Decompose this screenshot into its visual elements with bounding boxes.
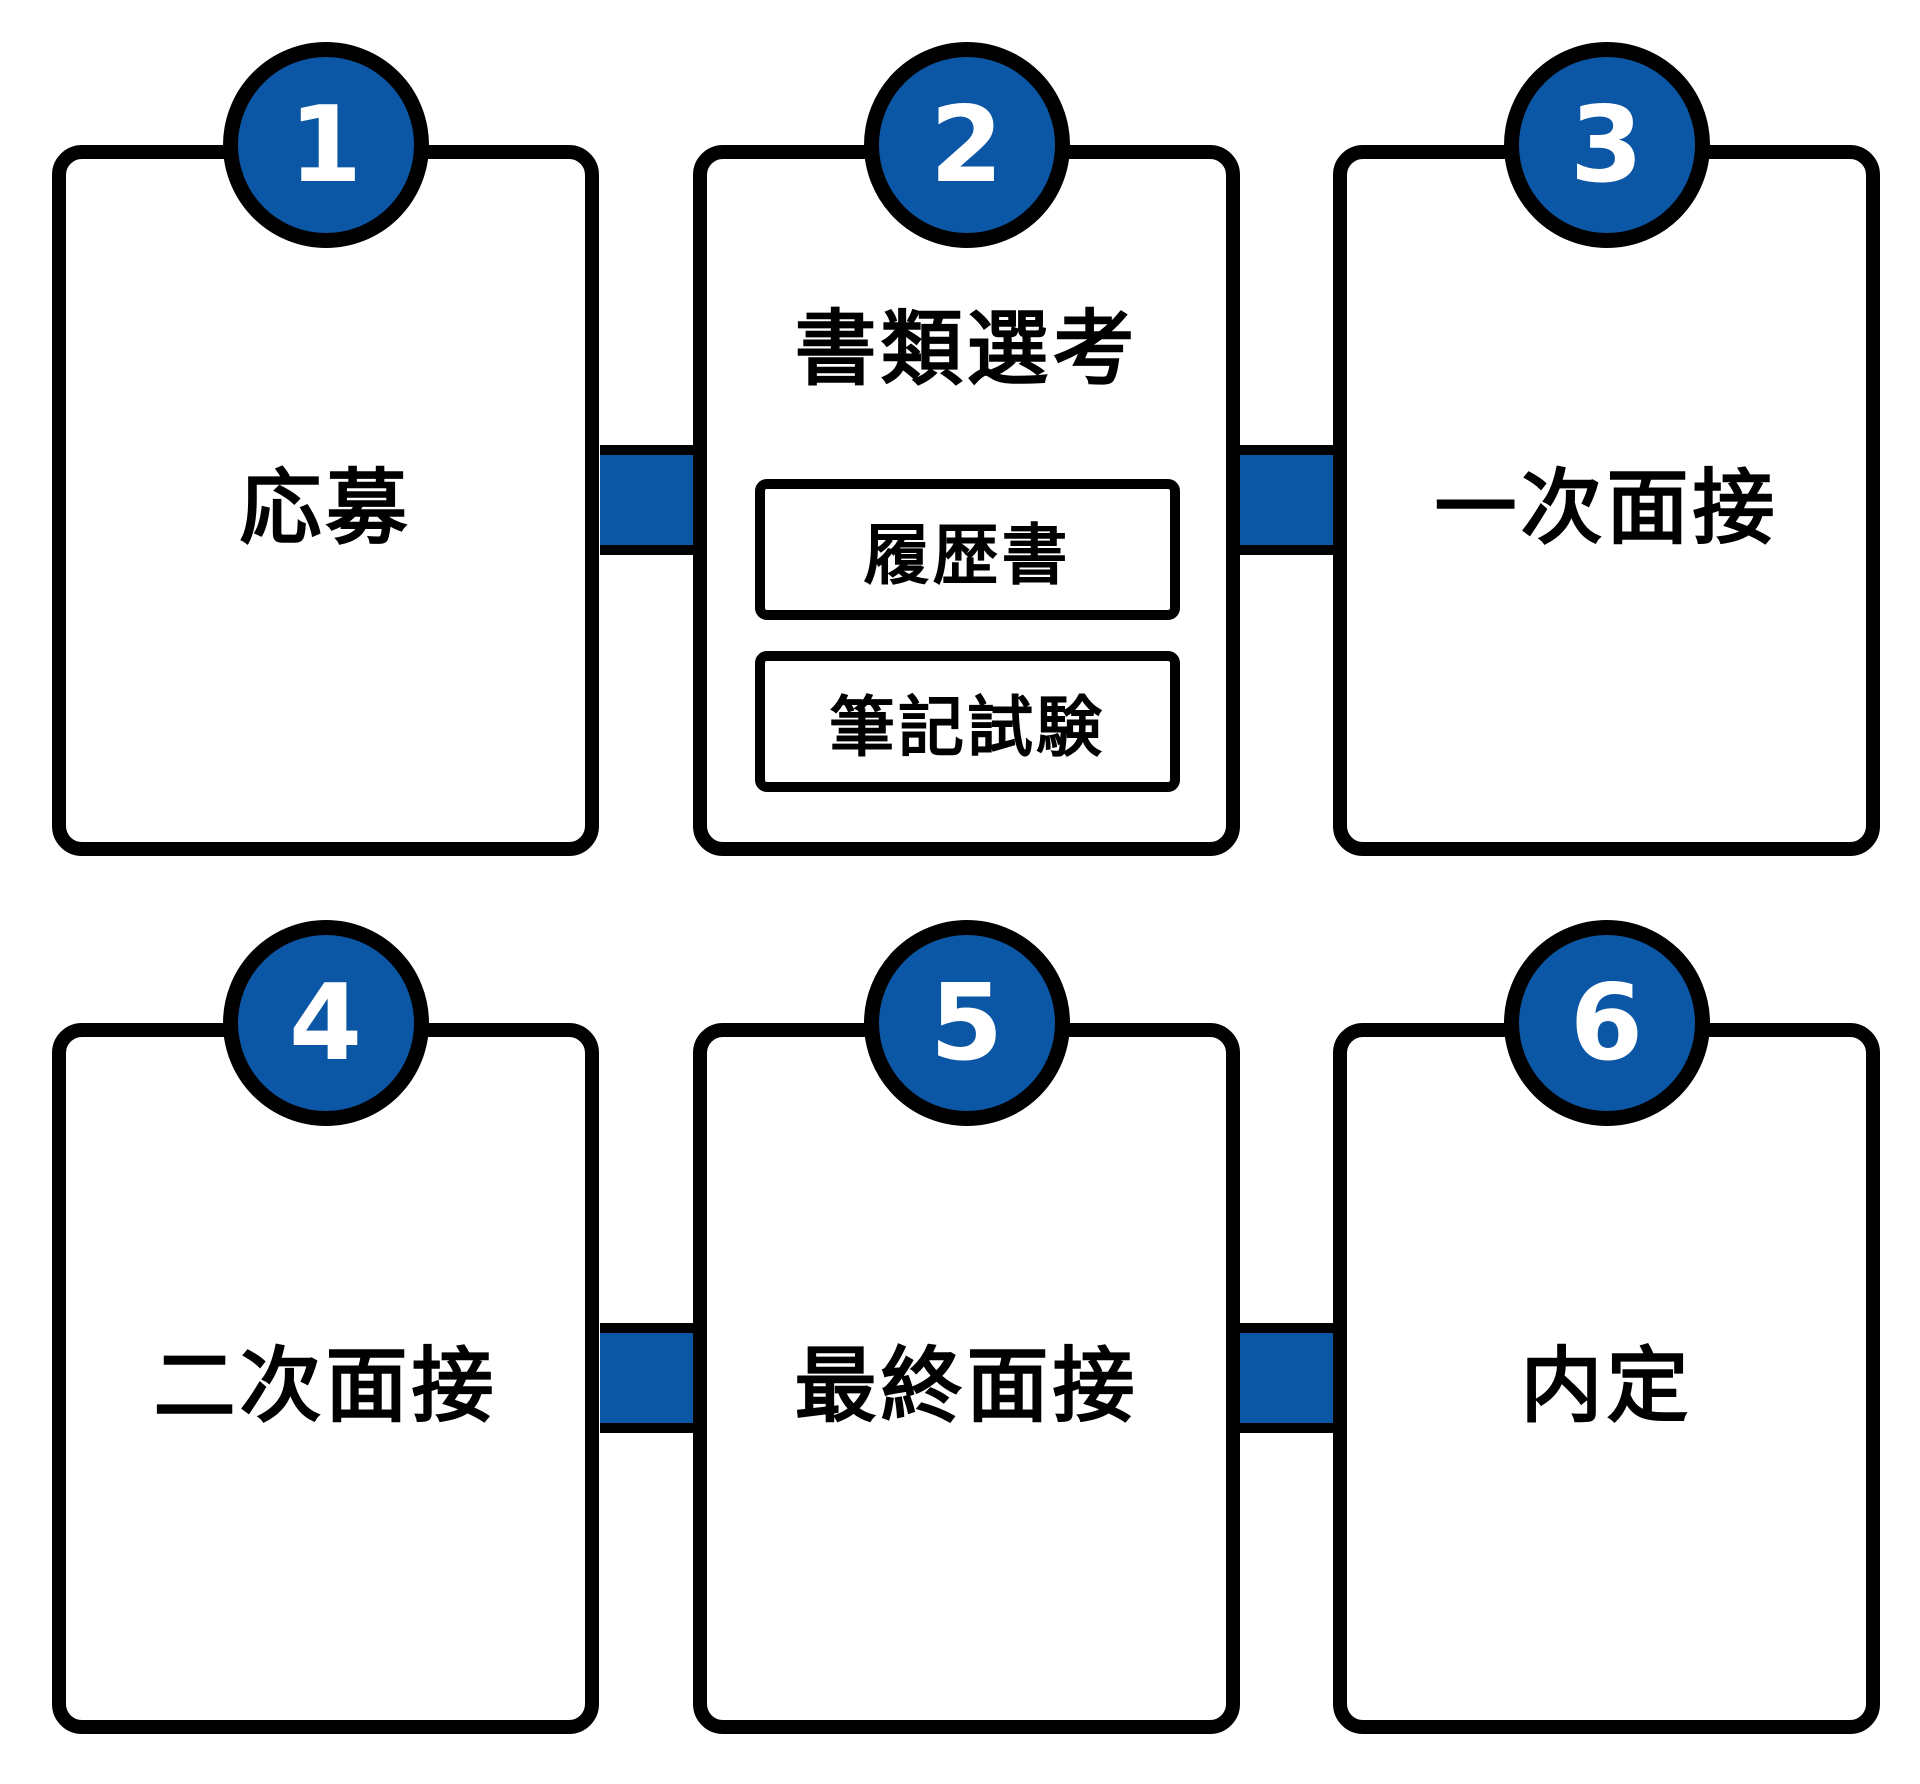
step-2-number: 2 xyxy=(929,83,1004,206)
step-6-number: 6 xyxy=(1569,961,1644,1084)
step-1-number: 1 xyxy=(288,83,363,206)
connector-step5-step6 xyxy=(1240,1323,1333,1433)
step-3-label: 一次面接 xyxy=(1434,461,1779,556)
step-2-sub-item-1: 履歴書 xyxy=(754,479,1180,620)
step-4-number: 4 xyxy=(288,961,363,1084)
step-5-label: 最終面接 xyxy=(794,1339,1139,1434)
connector-step1-step2 xyxy=(600,445,693,555)
step-card-2: 2 書類選考 履歴書 筆記試験 xyxy=(693,42,1240,856)
step-2-number-badge: 2 xyxy=(863,42,1070,248)
step-card-4: 4 二次面接 xyxy=(52,920,599,1734)
connector-step2-step3 xyxy=(1240,445,1333,555)
step-1-label: 応募 xyxy=(239,461,412,556)
step-3-number: 3 xyxy=(1569,83,1644,206)
step-2-label: 書類選考 xyxy=(794,302,1139,397)
step-5-number: 5 xyxy=(929,961,1004,1084)
connector-step4-step5 xyxy=(600,1323,693,1433)
step-card-1: 1 応募 xyxy=(52,42,599,856)
step-card-3: 3 一次面接 xyxy=(1333,42,1880,856)
step-card-6: 6 内定 xyxy=(1333,920,1880,1734)
step-card-5: 5 最終面接 xyxy=(693,920,1240,1734)
step-6-label: 内定 xyxy=(1520,1339,1693,1434)
step-4-label: 二次面接 xyxy=(153,1339,498,1434)
step-2-sub-item-2: 筆記試験 xyxy=(754,651,1180,792)
